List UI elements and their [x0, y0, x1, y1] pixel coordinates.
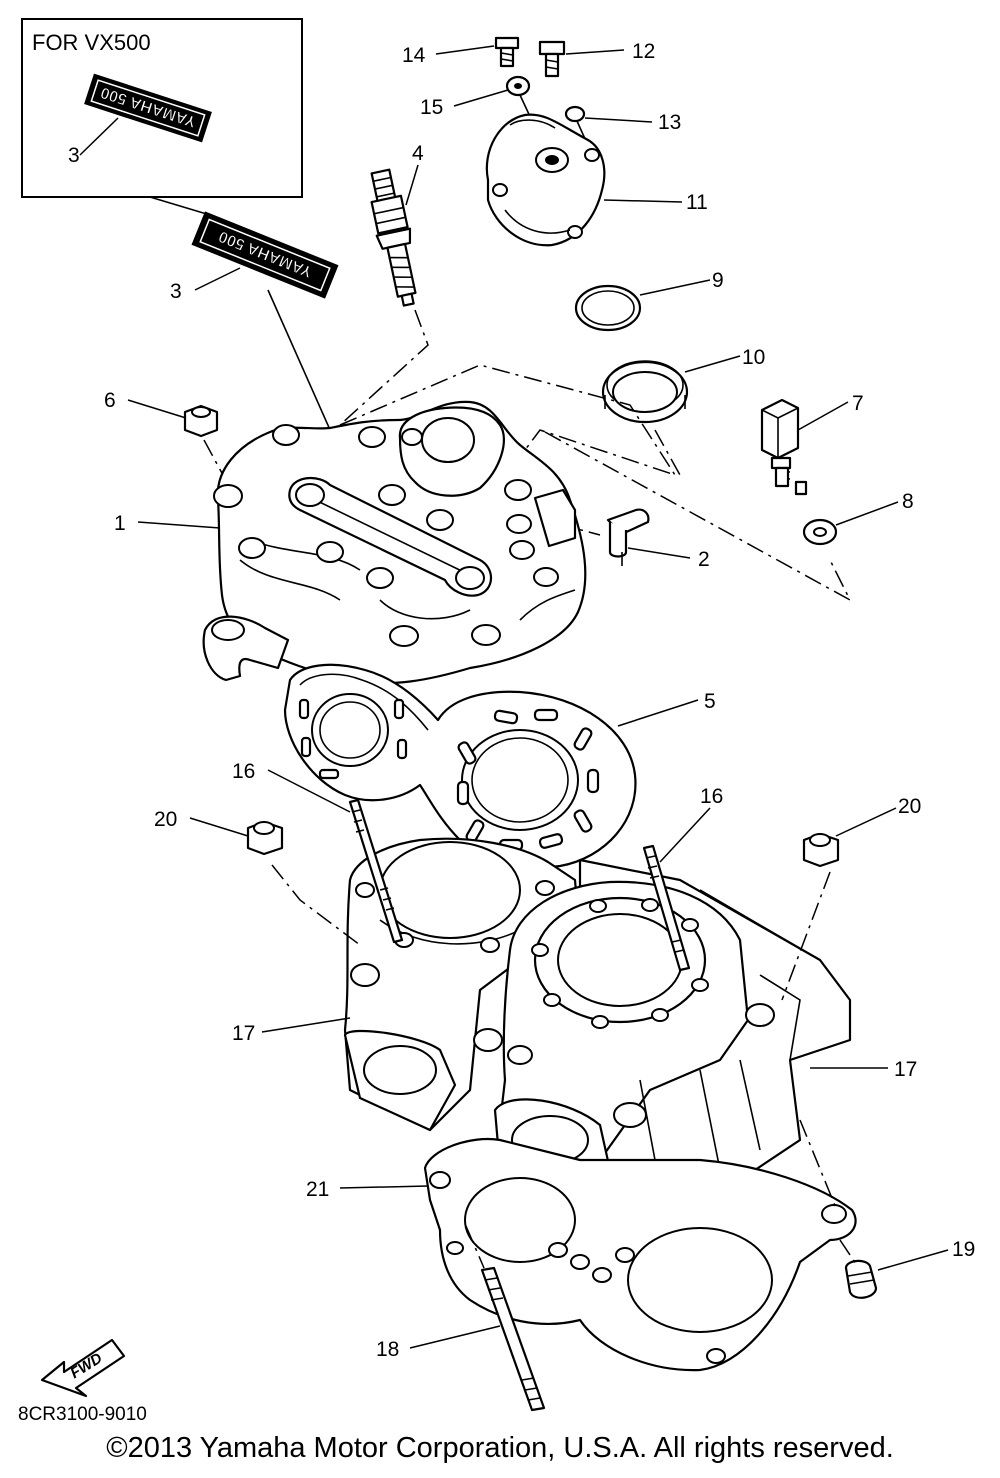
- part-9-o-ring: [574, 284, 642, 332]
- callout-15: 15: [420, 96, 443, 119]
- callout-14: 14: [402, 44, 426, 67]
- part-11-cover: [485, 113, 606, 247]
- part-20-nut-left: [246, 820, 284, 856]
- diagram-code: 8CR3100-9010: [18, 1404, 147, 1425]
- part-3-decal: YAMAHA 500: [191, 211, 339, 299]
- part-13-washer: [564, 105, 586, 123]
- callout-1: 1: [114, 512, 126, 535]
- part-21-base-gasket: [423, 1137, 857, 1372]
- callout-19: 19: [952, 1238, 975, 1261]
- callout-6: 6: [104, 389, 116, 412]
- callout-12: 12: [632, 40, 655, 63]
- callout-3b: 3: [170, 280, 182, 303]
- fwd-arrow-icon: FWD: [40, 1338, 126, 1398]
- callout-17b: 17: [894, 1058, 917, 1081]
- part-15-washer: [505, 75, 531, 97]
- part-17-cylinder-block: [343, 837, 852, 1212]
- part-2-fitting: [606, 508, 650, 566]
- callout-11: 11: [686, 191, 708, 214]
- part-18-stud: [480, 1266, 546, 1412]
- callout-18: 18: [376, 1338, 399, 1361]
- part-1-cylinder-head: [202, 400, 587, 685]
- callout-8: 8: [902, 490, 914, 513]
- callout-20b: 20: [898, 795, 921, 818]
- part-4-spark-plug: [370, 168, 417, 307]
- part-16-stud-left: [348, 798, 404, 944]
- part-8-washer: [802, 518, 838, 546]
- part-12-bolt: [538, 40, 566, 78]
- part-20-nut-right: [802, 832, 840, 868]
- callout-9: 9: [712, 269, 724, 292]
- part-14-bolt: [494, 36, 520, 68]
- callout-2: 2: [698, 548, 710, 571]
- part-10-seal: [601, 360, 689, 424]
- callout-7: 7: [852, 392, 864, 415]
- callout-20a: 20: [154, 808, 177, 831]
- callout-16b: 16: [700, 785, 723, 808]
- part-19-plug: [844, 1259, 878, 1299]
- inset-title: FOR VX500: [32, 30, 151, 55]
- callout-13: 13: [658, 111, 681, 134]
- callout-21: 21: [306, 1178, 329, 1201]
- callout-10: 10: [742, 346, 765, 369]
- part-5-head-gasket: [283, 663, 637, 869]
- callout-5: 5: [704, 690, 716, 713]
- callout-16a: 16: [232, 760, 255, 783]
- callout-4: 4: [412, 142, 424, 165]
- inset-vx500: FOR VX500 YAMAHA 500 3: [21, 18, 303, 216]
- part-7-sensor: [760, 398, 808, 496]
- part-16-stud-right: [642, 844, 691, 972]
- callout-17a: 17: [232, 1022, 255, 1045]
- part-6-nut: [183, 404, 219, 438]
- copyright-notice: ©2013 Yamaha Motor Corporation, U.S.A. A…: [106, 1432, 894, 1464]
- callout-3a: 3: [68, 144, 80, 167]
